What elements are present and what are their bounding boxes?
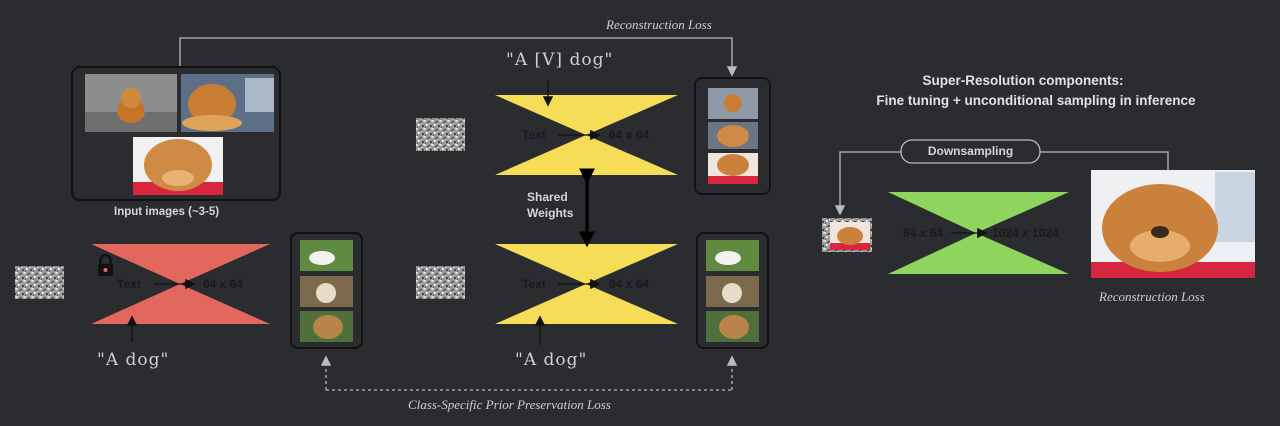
reconstruction-connector-top <box>179 37 738 77</box>
lock-icon <box>98 253 113 276</box>
sr-out-label: 1024 x 1024 <box>992 226 1059 240</box>
finetuned-top-out-label: 64 x 64 <box>609 128 650 142</box>
frozen-model <box>91 244 270 324</box>
input-images-caption: Input images (~3-5) <box>114 206 220 218</box>
noise-image-bottom <box>416 266 465 299</box>
sr-in-label: 64 x 64 <box>903 226 944 240</box>
finetuned-top-text-label: Text <box>522 128 546 142</box>
super-resolution-model <box>888 192 1069 274</box>
low-res-input-image <box>822 218 872 252</box>
sr-title-line2: Fine tuning + unconditional sampling in … <box>876 93 1196 108</box>
sr-title-line1: Super-Resolution components: <box>922 73 1124 88</box>
shared-weights-label-line2: Weights <box>527 206 574 220</box>
finetuned-model-bottom <box>495 244 678 324</box>
class-prior-connector <box>320 355 738 391</box>
noise-image-frozen <box>15 266 64 299</box>
downsampling-box <box>900 139 1041 164</box>
input-images-panel <box>71 66 281 201</box>
finetuned-bottom-out-label: 64 x 64 <box>609 277 650 291</box>
frozen-prompt: "A dog" <box>97 350 170 370</box>
v-dog-prompt: "A [V] dog" <box>506 50 614 70</box>
downsampling-connector <box>834 151 1169 216</box>
frozen-output-panel <box>290 232 363 349</box>
input-dog-photo-1 <box>85 74 177 132</box>
input-dog-photo-3 <box>133 137 223 195</box>
class-prior-loss-label: Class-Specific Prior Preservation Loss <box>408 397 611 412</box>
finetuned-top-output-panel <box>694 77 771 195</box>
high-res-output-image <box>1091 170 1255 278</box>
frozen-text-label: Text <box>117 277 141 291</box>
finetuned-bottom-output-panel <box>696 232 769 349</box>
noise-image-top <box>416 118 465 151</box>
finetuned-bottom-text-label: Text <box>522 277 546 291</box>
shared-weights-label-line1: Shared <box>527 190 568 204</box>
finetuned-model-top <box>495 95 678 175</box>
frozen-out-label: 64 x 64 <box>203 277 244 291</box>
reconstruction-loss-right-label: Reconstruction Loss <box>1099 289 1205 304</box>
downsampling-label: Downsampling <box>927 144 1014 158</box>
bottom-prompt: "A dog" <box>515 350 588 370</box>
reconstruction-loss-top-label: Reconstruction Loss <box>606 17 712 32</box>
input-dog-photo-2 <box>181 74 274 132</box>
